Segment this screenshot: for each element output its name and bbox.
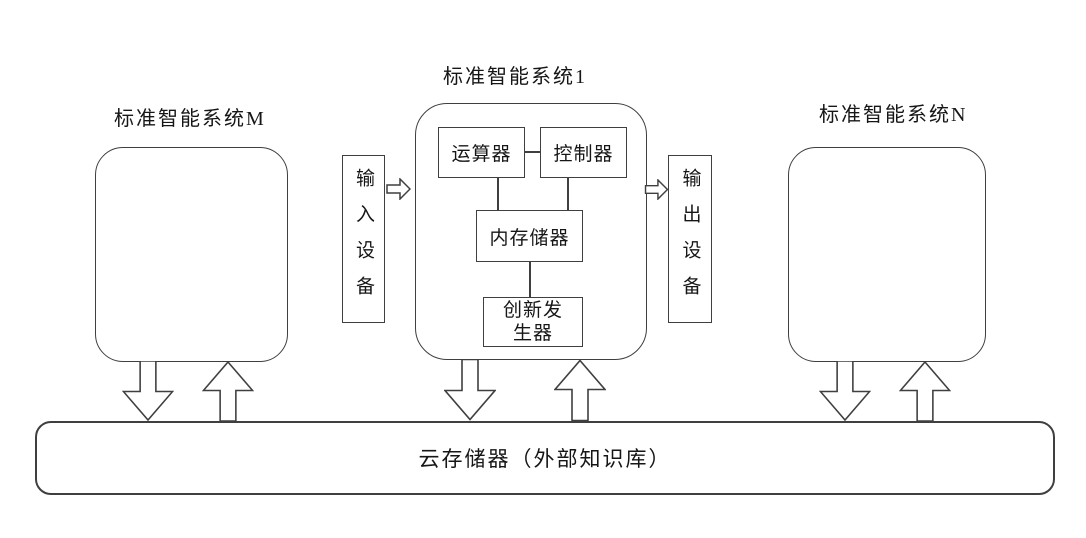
innovation-generator-node: 创新发 生器 <box>483 297 583 347</box>
cloud-storage-label: 云存储器（外部知识库） <box>418 447 672 471</box>
down-arrow-icon <box>819 361 871 421</box>
input-device-label: 输入设备 <box>353 168 374 312</box>
system-n-title: 标准智能系统N <box>819 104 968 126</box>
controller-node: 控制器 <box>540 127 627 178</box>
connector-alu-memory <box>497 177 499 211</box>
up-arrow-icon <box>202 361 254 421</box>
controller-label: 控制器 <box>553 144 614 165</box>
alu-label: 运算器 <box>451 144 512 165</box>
connector-controller-memory <box>567 177 569 211</box>
system-1-title: 标准智能系统1 <box>443 66 587 88</box>
connector-memory-innovation <box>529 261 531 298</box>
memory-node: 内存储器 <box>476 210 583 262</box>
memory-label: 内存储器 <box>489 227 570 249</box>
innovation-label-line2: 生器 <box>512 323 553 344</box>
output-device-node: 输出设备 <box>668 155 712 323</box>
down-arrow-icon <box>122 361 174 421</box>
system-n-box <box>788 147 986 362</box>
right-arrow-icon <box>386 178 411 200</box>
connector-alu-controller <box>524 151 541 153</box>
input-device-node: 输入设备 <box>342 155 385 323</box>
right-arrow-icon <box>644 179 669 200</box>
cloud-storage-node: 云存储器（外部知识库） <box>35 421 1055 495</box>
system-m-box <box>95 147 288 362</box>
up-arrow-icon <box>899 361 951 421</box>
up-arrow-icon <box>554 359 606 421</box>
output-device-label: 输出设备 <box>679 168 701 312</box>
down-arrow-icon <box>444 359 496 421</box>
system-m-title: 标准智能系统M <box>114 108 266 130</box>
alu-node: 运算器 <box>438 127 525 178</box>
innovation-label-line1: 创新发 <box>502 300 563 321</box>
